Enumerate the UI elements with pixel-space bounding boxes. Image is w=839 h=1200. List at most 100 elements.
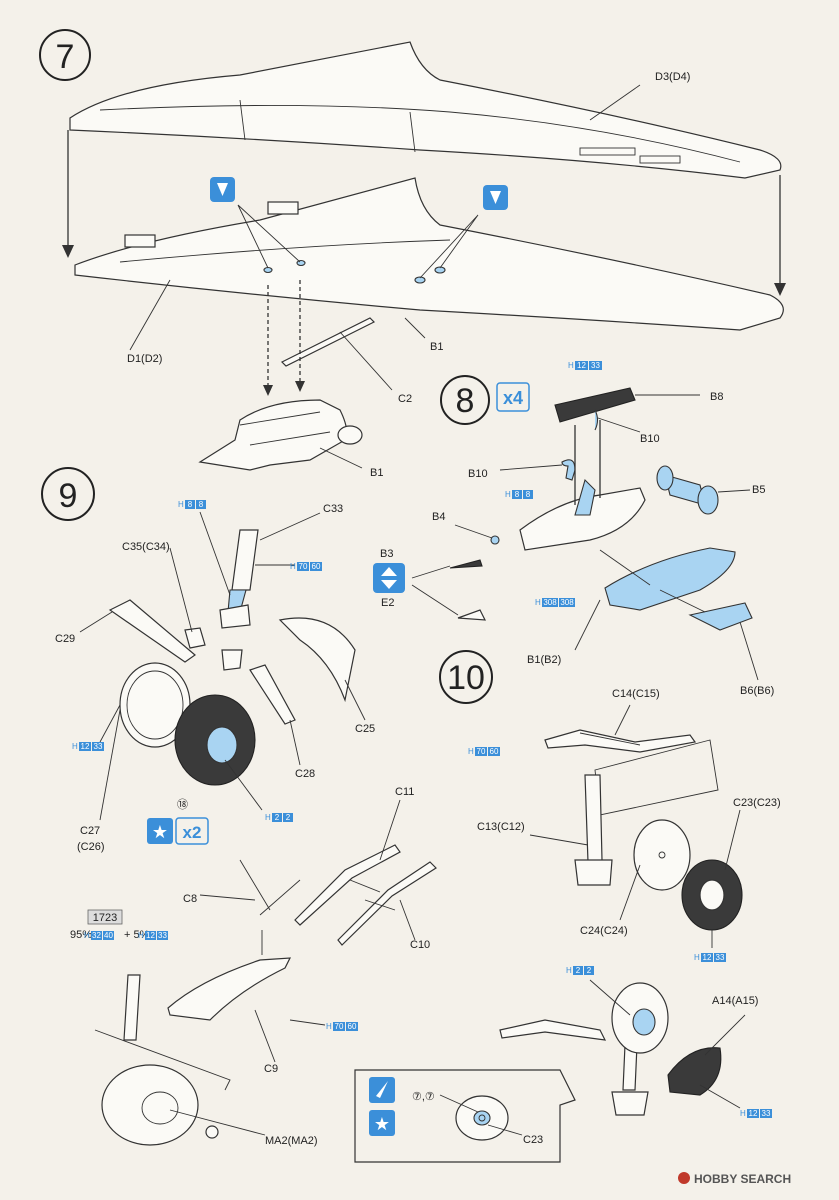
paint-code-h308-308: H 308 308: [535, 598, 575, 607]
svg-text:8: 8: [188, 500, 193, 509]
label-c29: C29: [55, 633, 75, 645]
svg-text:70: 70: [335, 1022, 344, 1031]
pylon-fin: [574, 478, 596, 516]
leader-line: [344, 679, 366, 721]
svg-text:H: H: [138, 931, 144, 940]
svg-text:33: 33: [762, 1109, 771, 1118]
leader-line: [99, 704, 121, 743]
strut-foot: [574, 859, 613, 886]
svg-text:★: ★: [374, 1114, 390, 1135]
wing-panel: [579, 147, 636, 156]
label-c9: C9: [264, 1063, 278, 1075]
label-b4: B4: [432, 511, 445, 523]
arm-c28: [249, 664, 296, 725]
leader-line: [529, 834, 589, 846]
pod-b1: [198, 399, 348, 471]
nose-cone-alt: [457, 609, 487, 621]
svg-text:★: ★: [152, 822, 168, 843]
step-10-number: 10: [447, 659, 485, 697]
strut-c13: [584, 774, 603, 863]
leader-line: [199, 511, 321, 596]
paint-code-h8-8-s9: H 8 8: [178, 500, 206, 509]
svg-text:33: 33: [94, 742, 103, 751]
strut-c2: [280, 317, 376, 367]
svg-text:2: 2: [587, 966, 592, 975]
decal-star-icon: ★: [147, 818, 173, 844]
leader-line: [404, 317, 426, 339]
label-c23c23: C23(C23): [733, 797, 781, 809]
leader-line: [599, 549, 651, 586]
svg-text:33: 33: [591, 361, 600, 370]
paint-code-h12-33-c27: H 12 33: [72, 742, 104, 751]
part-b4: [490, 535, 500, 545]
mix-text-a: 95%: [70, 929, 92, 941]
label-c8: C8: [183, 893, 197, 905]
leader-line: [589, 84, 641, 121]
svg-text:12: 12: [577, 361, 586, 370]
svg-text:H: H: [694, 953, 700, 962]
label-d1d2: D1(D2): [127, 353, 162, 365]
paint-code-h32-40: H 32 40: [84, 931, 114, 940]
step-7-circle: [39, 29, 91, 81]
part-b10: [594, 409, 599, 431]
wing-pin: [434, 266, 446, 274]
svg-text:60: 60: [490, 747, 499, 756]
strut-mount: [219, 604, 251, 629]
cover-a14: [667, 1047, 722, 1096]
paint-code-h70-60-c14: H 70 60: [468, 747, 500, 756]
wheel-rim: [126, 670, 184, 740]
svg-text:x2: x2: [183, 823, 202, 842]
step-8-circle: [440, 375, 490, 425]
assembly-arrow: [267, 280, 301, 392]
step-7-number: 7: [56, 38, 75, 76]
leader-line: [199, 799, 416, 1063]
svg-text:8: 8: [515, 490, 520, 499]
frame-brace: [349, 879, 396, 911]
label-18: ⑱: [177, 798, 188, 811]
svg-text:H: H: [740, 1109, 746, 1118]
frame-c11: [294, 844, 401, 926]
wing-tab: [267, 201, 299, 215]
paint-code-h2-2: H 2 2: [265, 813, 293, 822]
svg-text:x4: x4: [503, 388, 523, 408]
paint-codes: H 12 33 H 8 8 H 308 308 H 8 8 H 70 60 H …: [72, 361, 772, 1118]
cover-c25: [278, 617, 356, 703]
paint-code-h12-33-c23: H 12 33: [694, 953, 726, 962]
gear-assembled-foot: [611, 1091, 649, 1116]
svg-text:H: H: [535, 598, 541, 607]
label-c14c15: C14(C15): [612, 688, 660, 700]
arm-c29: [108, 599, 196, 663]
label-b1b2: B1(B2): [527, 654, 561, 666]
label-b1: B1: [430, 341, 443, 353]
tire-hub: [699, 879, 725, 911]
leader-line: [619, 864, 641, 921]
lower-wing-d1: [74, 177, 784, 331]
svg-text:70: 70: [299, 562, 308, 571]
wing-panel-line: [99, 105, 741, 163]
assembly-plane: [594, 739, 719, 816]
watermark-logo-icon: [678, 1172, 690, 1184]
gear-assembled-hub: [632, 1008, 656, 1036]
leader-line: [411, 565, 459, 616]
pod-b1b2: [604, 547, 736, 611]
svg-text:H: H: [178, 500, 184, 509]
pod-nozzle: [337, 425, 363, 445]
step-7: 7: [39, 29, 786, 479]
svg-text:H: H: [72, 742, 78, 751]
svg-text:12: 12: [749, 1109, 758, 1118]
wing-panel-line: [239, 99, 416, 153]
wing-panel: [639, 155, 681, 164]
decal-star-icon-inset: ★: [369, 1110, 395, 1136]
wing-pin: [296, 259, 306, 267]
leader-line: [237, 204, 479, 279]
svg-text:H: H: [326, 1022, 332, 1031]
label-c25: C25: [355, 723, 375, 735]
multiplier-x2: x2: [175, 817, 209, 845]
paint-code-h8-8: H 8 8: [505, 490, 533, 499]
inset-callout-numbers: ⑦,⑦: [412, 1091, 435, 1103]
svg-text:12: 12: [81, 742, 90, 751]
leader-line: [574, 589, 759, 681]
svg-text:H: H: [84, 931, 90, 940]
gear-wheel-ma2: [101, 1064, 199, 1146]
paint-code-h12-33: H 12 33: [568, 361, 602, 370]
